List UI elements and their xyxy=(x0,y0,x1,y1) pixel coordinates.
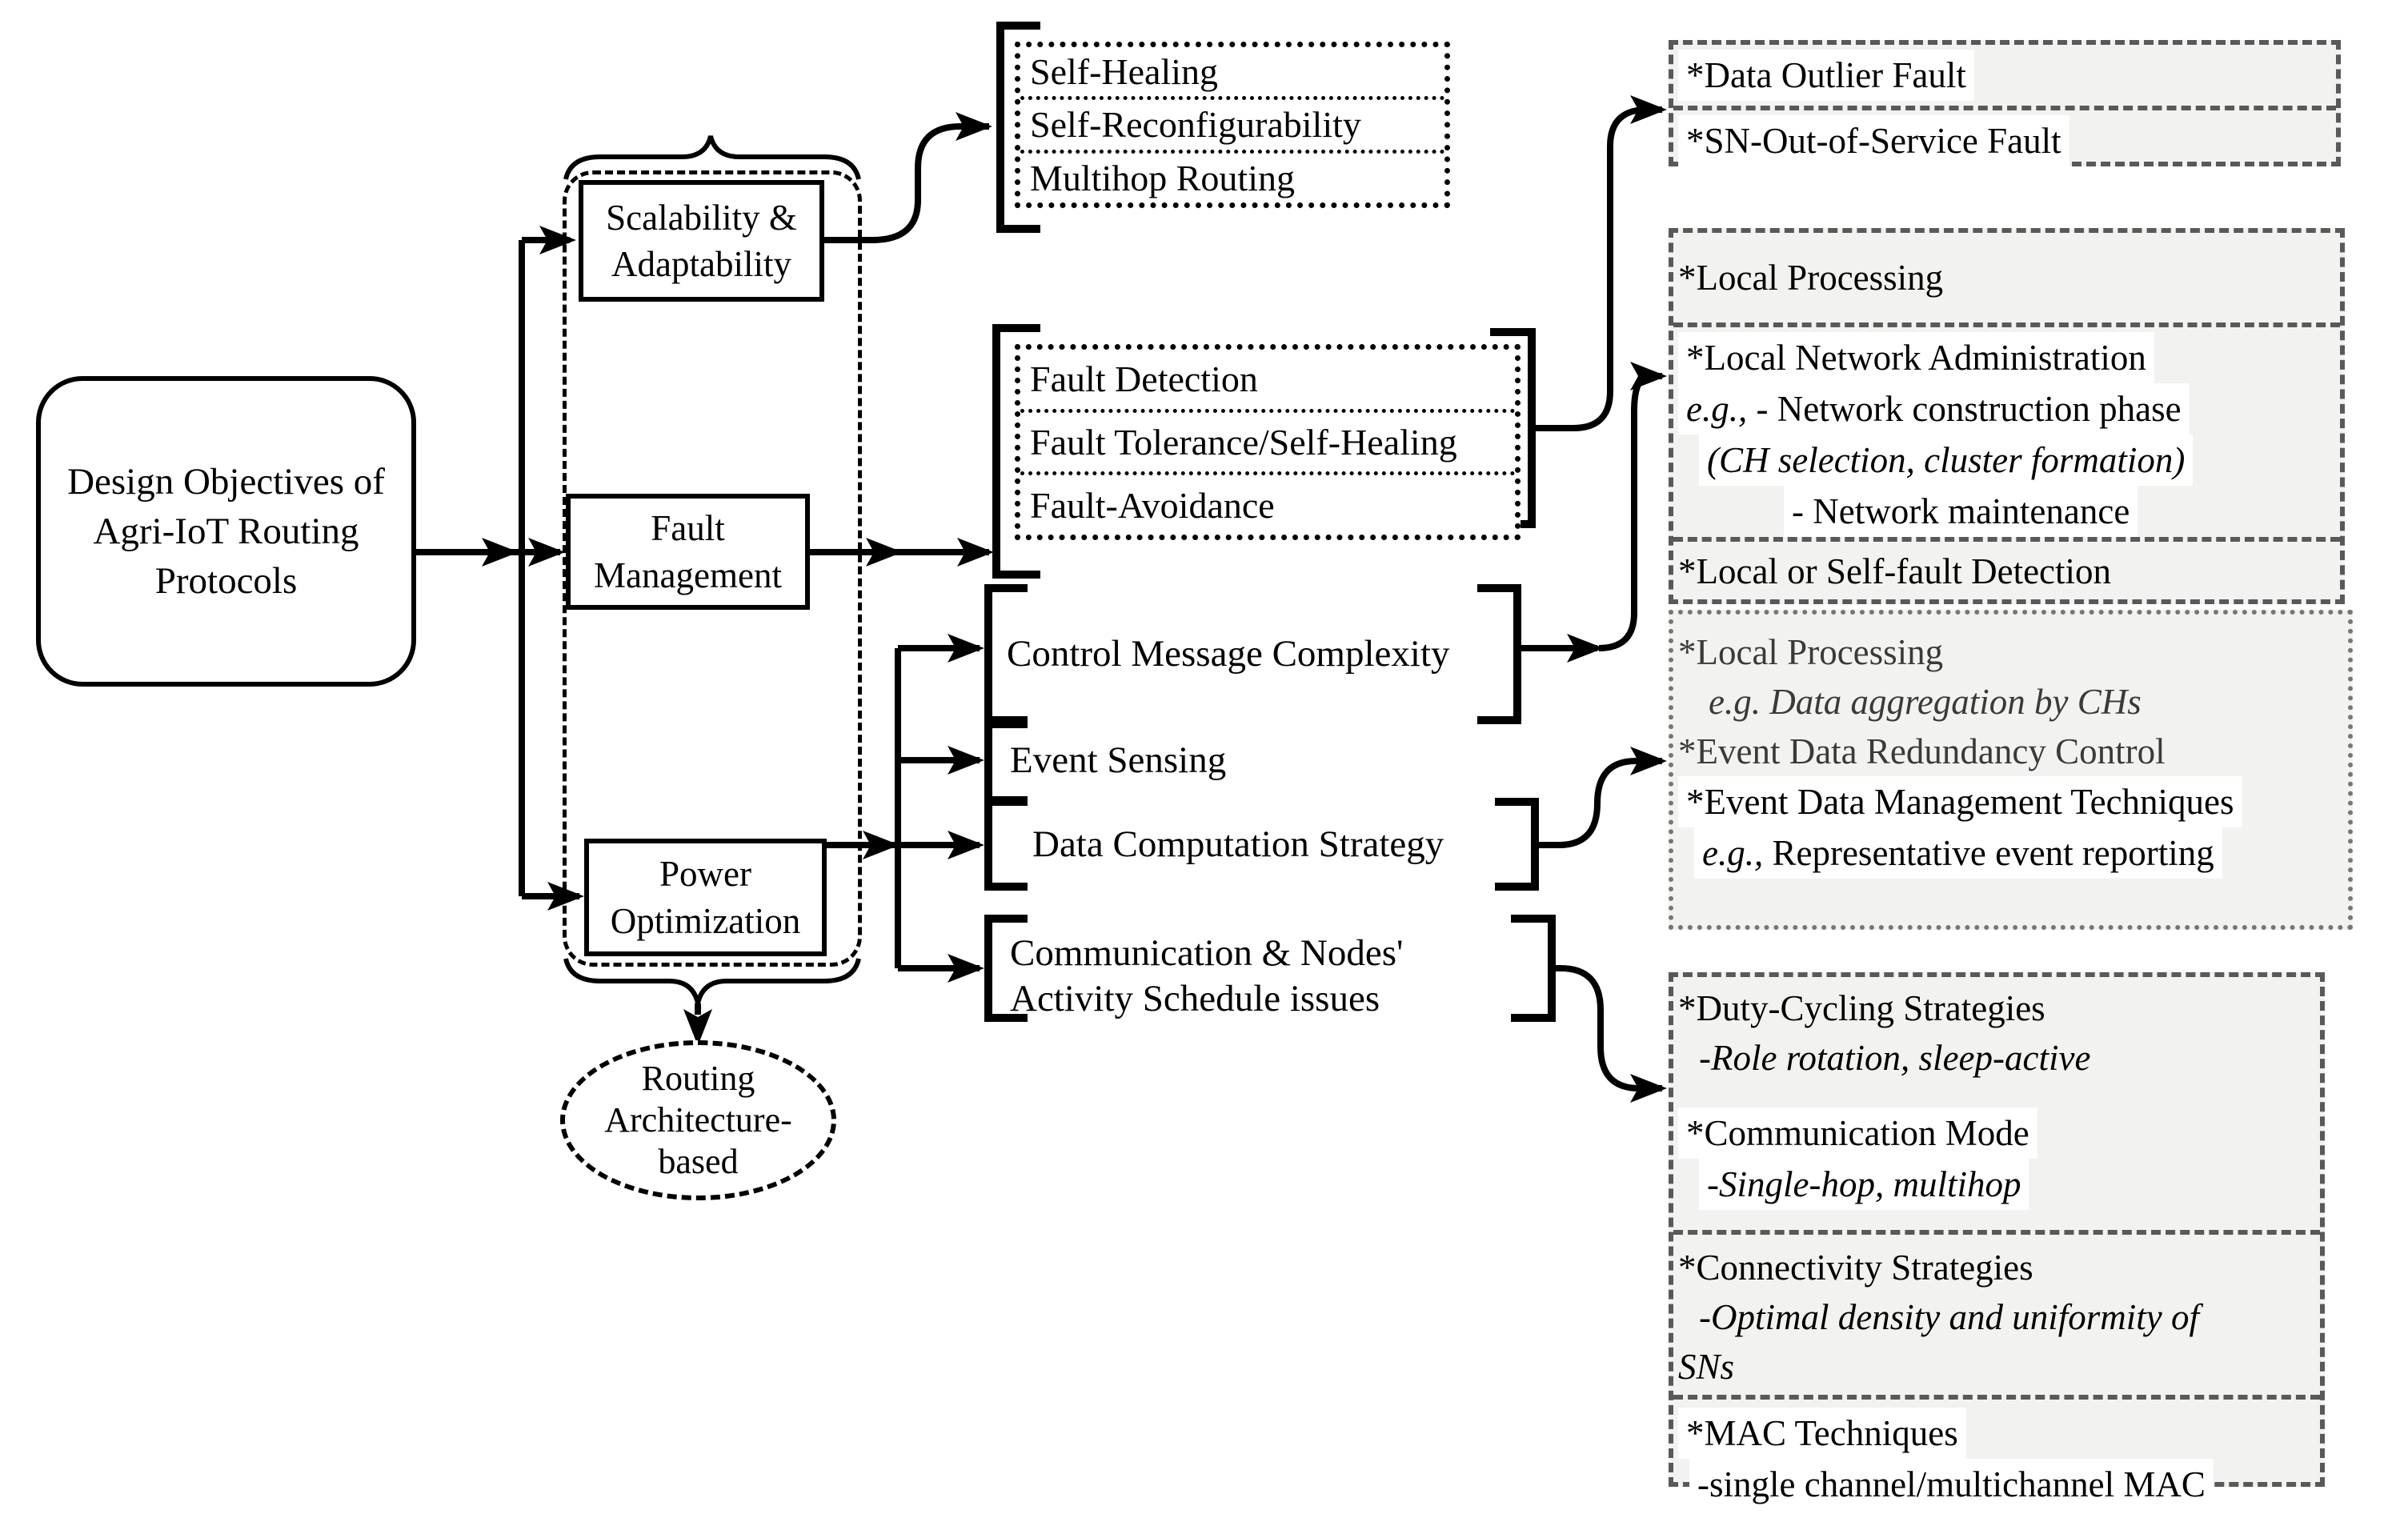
panel-line: *Local Processing xyxy=(1678,258,1944,298)
aspect-event-sensing: Event Sensing xyxy=(1010,732,1226,790)
panel-line: (CH selection, cluster formation) xyxy=(1699,435,2194,486)
panel-line: e.g. Data aggregation by CHs xyxy=(1709,682,2142,722)
panel-line: e.g., - Network construction phase xyxy=(1678,383,2190,435)
aspect-row: Fault Detection xyxy=(1020,350,1515,409)
scalability-aspects-group: Self-Healing Self-Reconfigurability Mult… xyxy=(1015,42,1450,208)
brace-bottom xyxy=(563,958,861,1004)
panel-line: SNs xyxy=(1678,1347,1735,1387)
aspect-data-computation-strategy: Data Computation Strategy xyxy=(1032,815,1444,875)
aspect-control-message-complexity: Control Message Complexity xyxy=(1007,624,1450,685)
aspect-label: Fault-Avoidance xyxy=(1030,484,1275,526)
title-line: Agri-IoT Routing xyxy=(93,510,359,552)
fault-aspects-group: Fault Detection Fault Tolerance/Self-Hea… xyxy=(1015,344,1521,540)
objectives-dashed-container xyxy=(563,170,862,967)
panel-fault-management-details: *Local Processing *Local Network Adminis… xyxy=(1669,228,2345,604)
panel-line: *MAC Techniques xyxy=(1678,1408,1966,1459)
panel-fault-types: *Data Outlier Fault *SN-Out-of-Service F… xyxy=(1669,40,2341,166)
panel-line: - Network maintenance xyxy=(1784,486,2138,537)
panel-section: *Local or Self-fault Detection xyxy=(1673,537,2340,601)
bracket-scalability-aspects-left xyxy=(996,22,1040,233)
objective-label: Optimization xyxy=(610,900,801,941)
aspect-row: Fault Tolerance/Self-Healing xyxy=(1020,408,1515,472)
aspect-label: Multihop Routing xyxy=(1030,157,1295,198)
panel-schedule-details: *Duty-Cycling Strategies -Role rotation,… xyxy=(1669,972,2325,1510)
panel-computation-details: *Local Processing e.g. Data aggregation … xyxy=(1669,610,2353,930)
wire-cmc-to-fault-mgmt xyxy=(1598,373,1662,651)
panel-line: *Connectivity Strategies xyxy=(1678,1248,2033,1288)
objective-label: Management xyxy=(594,555,782,595)
bracket-comm-right xyxy=(1511,915,1556,1022)
wire-comm-to-schedule xyxy=(1553,965,1662,1091)
arrowheads xyxy=(482,95,1667,1103)
aspect-label: Fault Tolerance/Self-Healing xyxy=(1030,422,1457,463)
aspect-label: Self-Reconfigurability xyxy=(1030,104,1361,146)
aspect-label: Activity Schedule issues xyxy=(1010,978,1380,1019)
panel-line: -Role rotation, sleep-active xyxy=(1699,1038,2091,1078)
panel-line: *Local or Self-fault Detection xyxy=(1678,551,2112,591)
ellipse-line: Architecture- xyxy=(604,1100,792,1140)
objective-power-optimization: Power Optimization xyxy=(584,839,827,956)
routing-architecture-ellipse: Routing Architecture- based xyxy=(560,1040,836,1200)
objective-fault-management: Fault Management xyxy=(566,494,810,610)
panel-line: *Communication Mode xyxy=(1678,1107,2037,1159)
panel-line: *SN-Out-of-Service Fault xyxy=(1678,115,2069,166)
aspect-communication-schedule: Communication & Nodes' Activity Schedule… xyxy=(1010,928,1403,1024)
panel-row: *Data Outlier Fault xyxy=(1673,45,2336,106)
bracket-dcs-left xyxy=(984,798,1028,891)
bracket-dcs-right xyxy=(1495,798,1539,891)
panel-line: *Local Processing xyxy=(1678,632,1944,672)
title-line: Protocols xyxy=(154,560,298,603)
panel-line: *Duty-Cycling Strategies xyxy=(1678,988,2045,1028)
panel-line: *Local Network Administration xyxy=(1678,332,2154,383)
wire-scalability-to-aspects xyxy=(824,123,989,243)
panel-line: -Optimal density and uniformity of xyxy=(1699,1297,2199,1337)
panel-row: *SN-Out-of-Service Fault xyxy=(1673,106,2336,171)
panel-section: *Duty-Cycling Strategies -Role rotation,… xyxy=(1673,977,2320,1099)
aspect-label: Data Computation Strategy xyxy=(1032,823,1444,866)
panel-section: *Local Processing xyxy=(1673,233,2340,322)
ellipse-line: based xyxy=(658,1141,739,1181)
panel-line: *Event Data Management Techniques xyxy=(1678,776,2242,827)
panel-line: *Data Outlier Fault xyxy=(1678,50,1974,101)
aspect-label: Communication & Nodes' xyxy=(1010,931,1404,974)
aspect-label: Self-Healing xyxy=(1030,51,1219,93)
aspect-label: Event Sensing xyxy=(1010,739,1227,782)
ellipse-line: Routing xyxy=(641,1059,755,1099)
objective-label: Power xyxy=(659,854,751,894)
panel-section: *MAC Techniques -single channel/multicha… xyxy=(1673,1395,2320,1514)
panel-line: -Single-hop, multihop xyxy=(1699,1159,2029,1210)
aspect-row: Multihop Routing xyxy=(1020,149,1444,202)
objective-label: Scalability & xyxy=(606,197,797,238)
bracket-cmc-right xyxy=(1477,584,1521,724)
bracket-comm-left xyxy=(984,915,1028,1022)
aspect-label: Control Message Complexity xyxy=(1007,633,1450,675)
wire-dcs-to-computation xyxy=(1536,758,1662,848)
aspect-label: Fault Detection xyxy=(1030,358,1258,400)
title-line: Design Objectives of xyxy=(67,460,385,503)
aspect-row: Self-Reconfigurability xyxy=(1020,96,1444,149)
panel-line: -single channel/multichannel MAC xyxy=(1689,1459,2214,1510)
panel-line: e.g., Representative event reporting xyxy=(1694,827,2222,879)
panel-section: *Connectivity Strategies -Optimal densit… xyxy=(1673,1230,2320,1395)
root-title-box: Design Objectives of Agri-IoT Routing Pr… xyxy=(36,376,416,687)
bracket-fault-aspects-left xyxy=(992,324,1040,579)
objective-label: Fault xyxy=(651,508,725,548)
panel-line: *Event Data Redundancy Control xyxy=(1678,731,2166,771)
panel-section: *Communication Mode -Single-hop, multiho… xyxy=(1673,1099,2320,1230)
aspect-row: Fault-Avoidance xyxy=(1020,471,1515,535)
wire-fault-aspects-to-fault-types xyxy=(1533,106,1662,431)
brace-top xyxy=(563,135,861,180)
objective-scalability: Scalability & Adaptability xyxy=(579,180,824,302)
panel-section: *Local Network Administration e.g., - Ne… xyxy=(1673,322,2340,537)
aspect-row: Self-Healing xyxy=(1020,47,1444,96)
objective-label: Adaptability xyxy=(611,244,791,284)
